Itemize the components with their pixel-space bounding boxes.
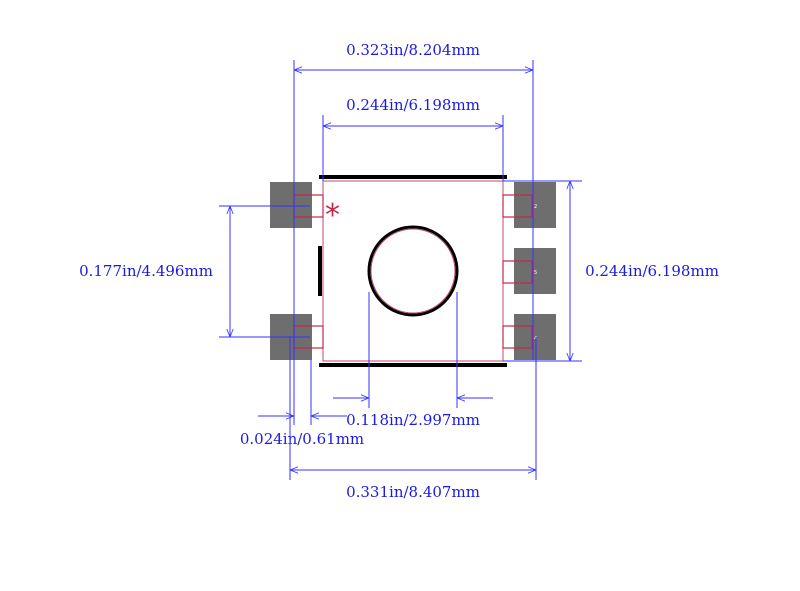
pin-right-top	[502, 194, 533, 218]
pad-right-top	[514, 182, 556, 228]
pad-right-bottom	[514, 314, 556, 360]
dim-body-width-label: 0.244in/6.198mm	[346, 96, 480, 114]
pad-label-right-top: 2	[534, 204, 537, 210]
pad-label-right-middle: 5	[534, 270, 537, 276]
pin1-marker: *	[325, 198, 340, 233]
dim-overall-width-label: 0.323in/8.204mm	[346, 41, 480, 59]
component-outline	[322, 180, 504, 362]
pin-right-bottom	[502, 325, 533, 349]
pad-right-middle	[514, 248, 556, 294]
dim-total-span-label: 0.331in/8.407mm	[346, 483, 480, 501]
button-circle-outer	[367, 225, 459, 317]
dim-pin-pitch-label: 0.177in/4.496mm	[79, 262, 213, 280]
dim-button-diameter-label: 0.118in/2.997mm	[346, 411, 480, 429]
pad-left-top	[270, 182, 312, 228]
button-circle-inner	[370, 228, 456, 314]
dim-pad-width-label: 0.024in/0.61mm	[240, 430, 364, 448]
pin-right-middle	[502, 260, 533, 284]
dim-body-height-label: 0.244in/6.198mm	[585, 262, 719, 280]
